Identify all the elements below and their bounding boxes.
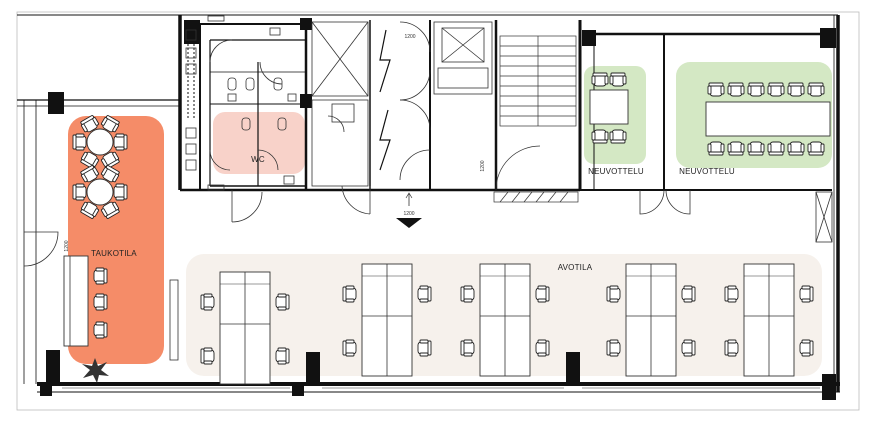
- chair: [100, 165, 120, 183]
- chair: [200, 347, 215, 365]
- chair: [342, 285, 357, 303]
- neuvottelu-label-1: NEUVOTTELU: [588, 167, 644, 176]
- chair: [72, 183, 87, 201]
- round-table: [86, 178, 114, 206]
- chair: [342, 339, 357, 357]
- chair: [747, 141, 765, 156]
- furniture: [72, 72, 831, 385]
- chair: [681, 285, 696, 303]
- plant-icon: [82, 358, 109, 383]
- chair: [609, 72, 627, 87]
- chair: [93, 267, 108, 285]
- chair: [535, 339, 550, 357]
- chair: [113, 183, 128, 201]
- chair: [80, 151, 100, 169]
- taukotila-furniture: [23, 231, 179, 361]
- chair: [275, 293, 290, 311]
- chair: [799, 285, 814, 303]
- wc-label: WC: [251, 155, 265, 164]
- shaft-area: [311, 21, 493, 215]
- chair: [767, 82, 785, 97]
- chair: [724, 339, 739, 357]
- chair: [707, 82, 725, 97]
- chair: [535, 285, 550, 303]
- columns: [40, 18, 836, 400]
- wc-zone: [213, 112, 305, 174]
- chair: [724, 285, 739, 303]
- chair: [606, 285, 621, 303]
- neuvottelu-label-2: NEUVOTTELU: [679, 167, 735, 176]
- chair: [200, 293, 215, 311]
- chair: [787, 141, 805, 156]
- chair: [72, 133, 87, 151]
- chair: [799, 339, 814, 357]
- meeting-table: [705, 101, 831, 137]
- wc-area: [185, 15, 306, 223]
- chair: [417, 285, 432, 303]
- chair: [747, 82, 765, 97]
- chair: [100, 115, 120, 133]
- chair: [80, 201, 100, 219]
- chair: [681, 339, 696, 357]
- chair: [707, 141, 725, 156]
- chair: [460, 285, 475, 303]
- chair: [417, 339, 432, 357]
- chair: [767, 141, 785, 156]
- chair: [100, 201, 120, 219]
- chair: [80, 115, 100, 133]
- chair: [93, 293, 108, 311]
- taukotila-label: TAUKOTILA: [91, 249, 137, 258]
- meeting-table: [589, 89, 629, 125]
- chair: [275, 347, 290, 365]
- exterior-walls: [17, 14, 840, 393]
- chair: [807, 141, 825, 156]
- chair: [80, 165, 100, 183]
- chair: [460, 339, 475, 357]
- dimension-label-bottom: 1200: [403, 211, 414, 217]
- chair: [591, 129, 609, 144]
- staircase: [493, 35, 579, 203]
- drawing-frame: [16, 11, 860, 411]
- chair: [113, 133, 128, 151]
- avotila-label: AVOTILA: [558, 263, 593, 272]
- dimension-label-side: 1200: [64, 240, 70, 251]
- chair: [787, 82, 805, 97]
- chair: [609, 129, 627, 144]
- chair: [606, 339, 621, 357]
- chair: [727, 141, 745, 156]
- round-table: [86, 128, 114, 156]
- dimension-label-stair: 1200: [480, 160, 486, 171]
- chair: [591, 72, 609, 87]
- chair: [727, 82, 745, 97]
- meeting-room-doors: [639, 189, 833, 243]
- chair: [807, 82, 825, 97]
- dimension-label-top: 1200: [404, 34, 415, 40]
- chair: [93, 321, 108, 339]
- entrance-arrow-icon: [396, 218, 422, 228]
